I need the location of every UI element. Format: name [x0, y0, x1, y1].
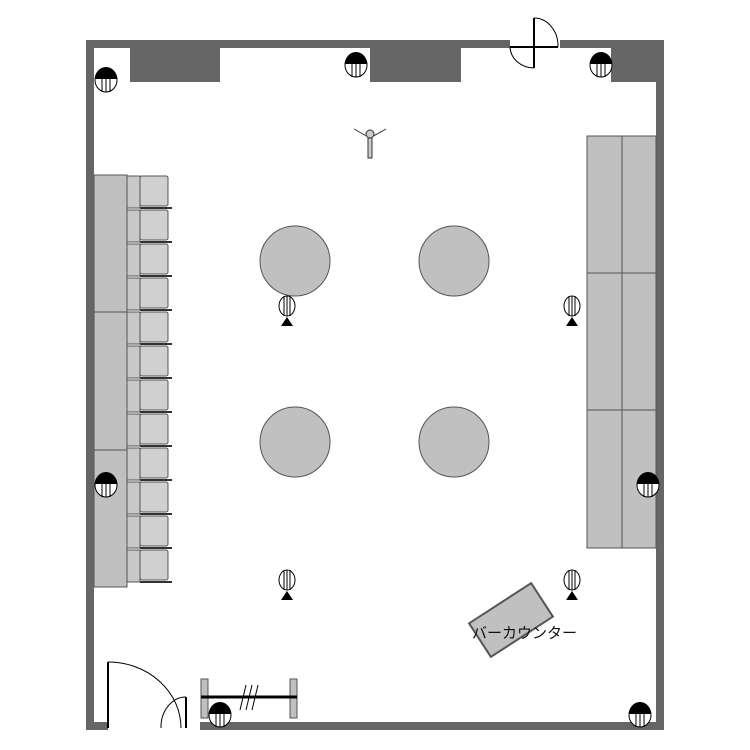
- entrance-door[interactable]: [107, 661, 187, 729]
- top-wall-right: [560, 40, 664, 48]
- bottom-wall-left: [86, 722, 108, 730]
- ceiling-light-icon: [94, 472, 118, 498]
- ceiling-light-icon: [208, 702, 232, 728]
- chair: [126, 311, 172, 345]
- ceiling-light-icon: [344, 52, 368, 78]
- chair: [126, 413, 172, 447]
- chair: [126, 175, 172, 209]
- top-door[interactable]: [509, 17, 559, 69]
- bench: [93, 174, 128, 313]
- chair: [126, 277, 172, 311]
- chair: [126, 515, 172, 549]
- ceiling-light-icon: [94, 67, 118, 93]
- bottom-wall-right: [200, 722, 664, 730]
- spot-light-icon: [278, 295, 296, 326]
- left-wall: [86, 40, 94, 730]
- chair: [126, 209, 172, 243]
- bar-counter-label: バーカウンター: [472, 624, 577, 642]
- right-sofas: [586, 135, 657, 549]
- walls: [86, 40, 664, 730]
- bar-counter: [467, 581, 555, 659]
- right-wall: [656, 40, 664, 730]
- spot-lights: [278, 295, 581, 600]
- ceiling-light-icon: [628, 702, 652, 728]
- spot-light-icon: [563, 569, 581, 600]
- pillar: [611, 48, 656, 82]
- chair: [126, 379, 172, 413]
- coat-rack: [200, 678, 298, 719]
- spot-light-icon: [278, 569, 296, 600]
- left-seating: [93, 174, 172, 588]
- ceiling-lights: [94, 52, 660, 728]
- pillar: [370, 48, 461, 82]
- top-wall-left: [86, 40, 510, 48]
- chair: [126, 481, 172, 515]
- ceiling-light-icon: [589, 52, 613, 78]
- chair: [126, 243, 172, 277]
- bench: [93, 311, 128, 451]
- spot-light-icon: [563, 295, 581, 326]
- bench: [93, 449, 128, 588]
- round-table: [259, 406, 331, 478]
- chair: [126, 549, 172, 583]
- round-table: [418, 406, 490, 478]
- person-icon: [353, 128, 387, 159]
- round-tables: [259, 225, 490, 478]
- round-table: [418, 225, 490, 297]
- round-table: [259, 225, 331, 297]
- pillar: [130, 48, 220, 82]
- chair: [126, 447, 172, 481]
- ceiling-light-icon: [636, 472, 660, 498]
- chair: [126, 345, 172, 379]
